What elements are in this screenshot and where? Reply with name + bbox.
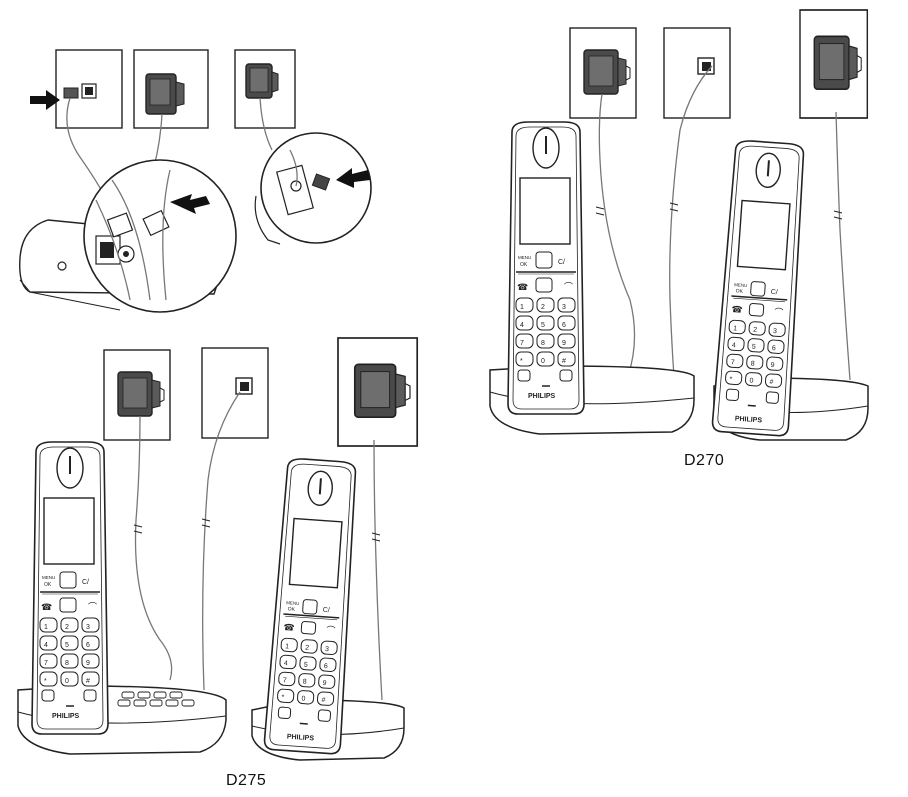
arrow-icon — [170, 194, 210, 214]
magnifier-circle-icon — [83, 159, 237, 313]
cord-break-icon — [595, 206, 605, 216]
wall-socket-icon — [55, 49, 123, 129]
power-adapter-icon — [234, 49, 296, 129]
power-adapter-icon — [133, 49, 209, 129]
phone-cord-icon — [259, 97, 273, 151]
cord-break-icon — [201, 518, 211, 528]
phone-cord-icon — [134, 415, 173, 681]
caption-d275: D275 — [226, 772, 267, 789]
phone-cord-icon — [373, 439, 383, 701]
arrow-icon — [336, 168, 370, 188]
magnifier-circle-icon — [254, 132, 372, 245]
phone-cord-icon — [835, 111, 851, 381]
d270-illustration — [489, 9, 869, 441]
arrow-icon — [30, 90, 60, 110]
phone-cord-icon — [598, 93, 636, 377]
caption-d270: D270 — [684, 452, 725, 469]
cord-break-icon — [833, 210, 843, 220]
d275-illustration — [17, 337, 419, 761]
cord-break-icon — [669, 202, 679, 212]
phone-cord-icon — [669, 65, 713, 377]
cord-break-icon — [371, 532, 381, 542]
phone-cord-icon — [202, 391, 241, 691]
wiring-detail-group — [19, 49, 372, 313]
